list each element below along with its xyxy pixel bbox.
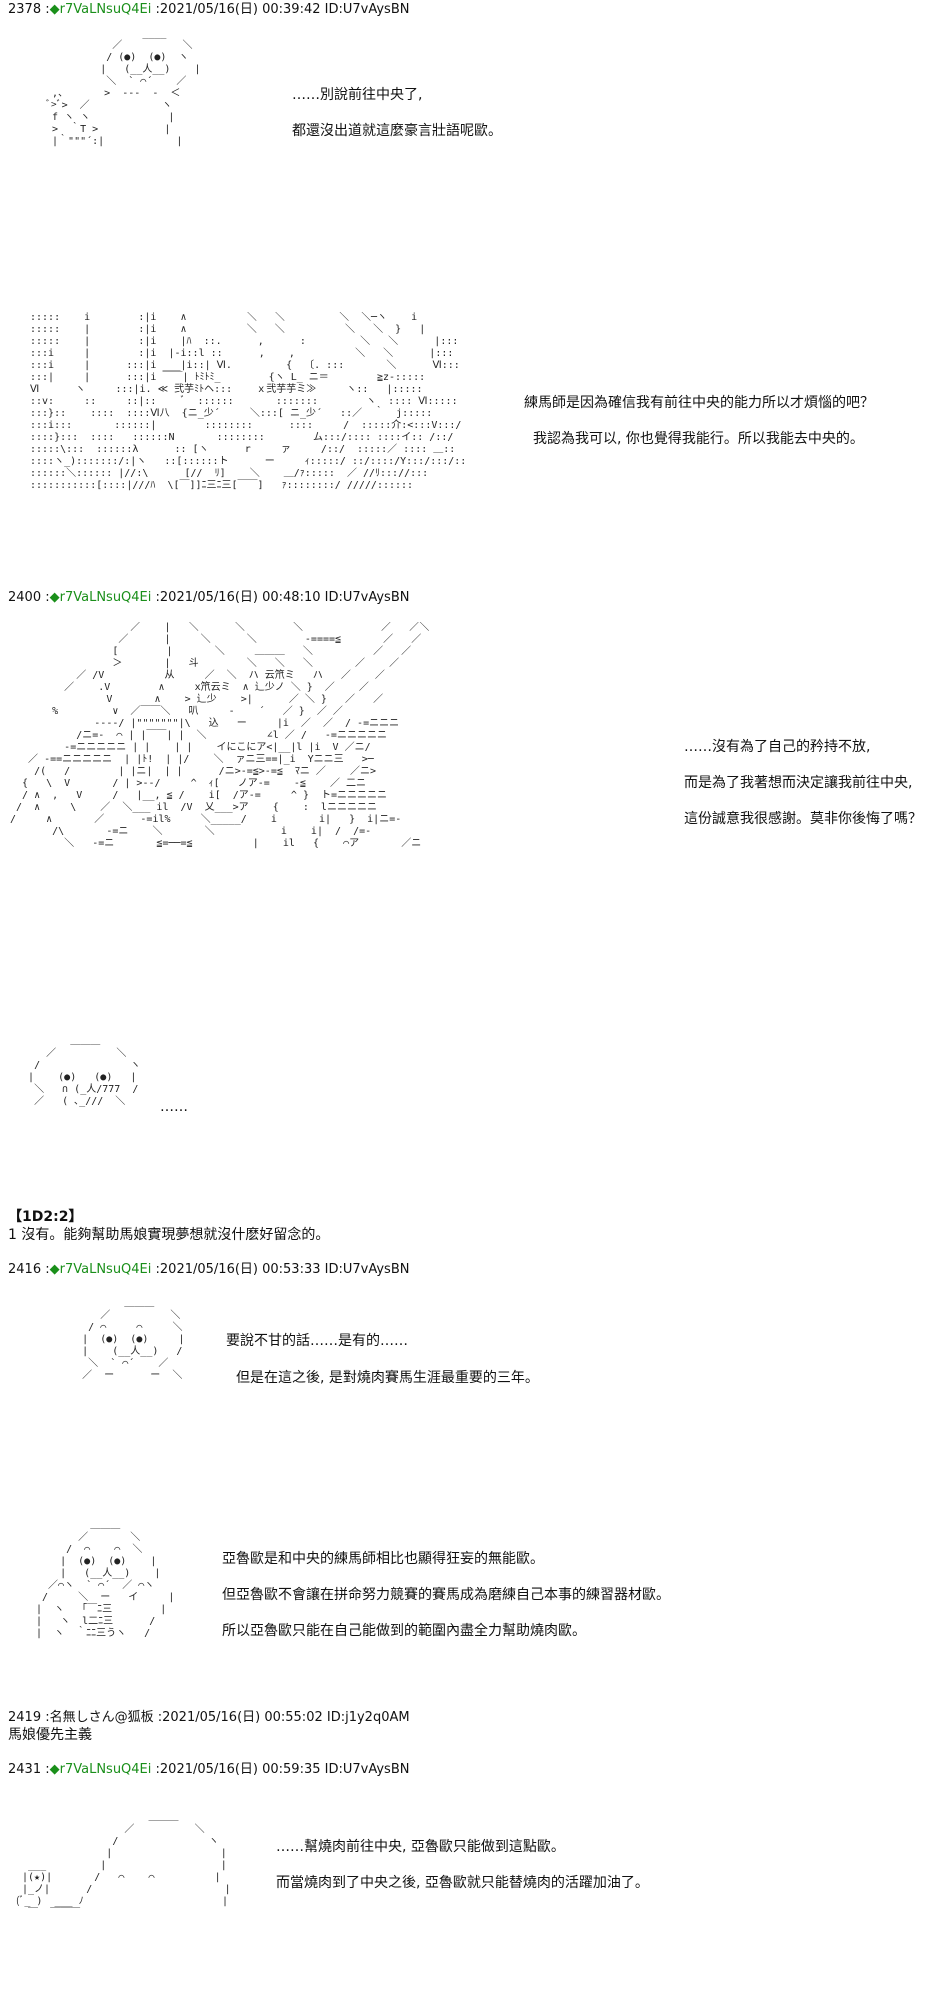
poster-name: 名無しさん@狐板 bbox=[49, 1710, 154, 1725]
post-datetime: 2021/05/16(日) 00:48:10 bbox=[159, 590, 321, 605]
separator: : bbox=[41, 2, 50, 17]
post-header: 2378 :◆r7VaLNsuQ4Ei :2021/05/16(日) 00:39… bbox=[8, 2, 409, 18]
post-datetime: 2021/05/16(日) 00:39:42 bbox=[159, 2, 321, 17]
separator: : bbox=[41, 1262, 50, 1277]
separator: : bbox=[151, 1762, 160, 1777]
dialogue-line: ……幫燒肉前往中央, 亞魯歐只能做到這點歐。 bbox=[276, 1839, 565, 1855]
post-number[interactable]: 2400 bbox=[8, 590, 42, 605]
dialogue-line: ……沒有為了自己的矜持不放, bbox=[684, 739, 871, 755]
separator: : bbox=[151, 1262, 160, 1277]
separator: : bbox=[153, 1710, 163, 1725]
ascii-art-yaruo-silent: ＿＿＿ ／ ＼ / ヽ | (●) (●) | ＼ ∩ (_人/777 / ／ … bbox=[28, 1036, 141, 1107]
poster-trip: ◆r7VaLNsuQ4Ei bbox=[49, 1762, 152, 1777]
ascii-art-horse-girl-closeup: ／ | ＼ ＼ ＼ ／ ／＼ ／ | ＼ ＼ -====≦ ／ ／ [ | ＼ … bbox=[10, 622, 430, 849]
post-header: 2431 :◆r7VaLNsuQ4Ei :2021/05/16(日) 00:59… bbox=[8, 1762, 409, 1778]
dialogue-line: 而當燒肉到了中央之後, 亞魯歐就只能替燒肉的活躍加油了。 bbox=[276, 1875, 649, 1891]
ascii-art-yaruo-arms: ＿＿＿ ／ ＼ / ⌒ ⌒ ＼ | (●) (●) | | (__人__) | … bbox=[36, 1520, 175, 1639]
ascii-art-yaruo-sweating: ____ ／ ＼ / (●) (●) ヽ | (__人__) | ＼ ` ⌒´ … bbox=[46, 28, 201, 147]
post-number[interactable]: 2378 bbox=[8, 2, 42, 17]
post-number[interactable]: 2416 bbox=[8, 1262, 42, 1277]
dialogue-line: …… bbox=[160, 1099, 188, 1115]
dice-roll-label: 【1D2:2】 bbox=[8, 1209, 83, 1225]
poster-trip: ◆r7VaLNsuQ4Ei bbox=[49, 2, 152, 17]
post-id[interactable]: ID:U7vAysBN bbox=[324, 1262, 410, 1277]
post-datetime: 2021/05/16(日) 00:59:35 bbox=[159, 1762, 321, 1777]
dialogue-line: 亞魯歐是和中央的練馬師相比也顯得狂妄的無能歐。 bbox=[222, 1551, 544, 1567]
poster-trip: ◆r7VaLNsuQ4Ei bbox=[49, 1262, 152, 1277]
separator: : bbox=[41, 1762, 50, 1777]
post-id[interactable]: ID:j1y2q0AM bbox=[326, 1710, 410, 1725]
post-body: 馬娘優先主義 bbox=[8, 1727, 92, 1743]
dialogue-line: 我認為我可以, 你也覺得我能行。所以我能去中央的。 bbox=[533, 431, 864, 447]
post-header: 2419 :名無しさん@狐板 :2021/05/16(日) 00:55:02 I… bbox=[8, 1710, 410, 1726]
post-number[interactable]: 2431 bbox=[8, 1762, 42, 1777]
post-id[interactable]: ID:U7vAysBN bbox=[324, 1762, 410, 1777]
dialogue-line: 而是為了我著想而決定讓我前往中央, bbox=[684, 775, 913, 791]
dialogue-line: 練馬師是因為確信我有前往中央的能力所以才煩惱的吧？ bbox=[524, 395, 874, 411]
ascii-art-horse-girl-determined: ::::: i :|i ∧ ＼ ＼ ＼ ＼─ヽ i ::::: | :|i ∧ … bbox=[30, 312, 467, 491]
separator: : bbox=[151, 2, 160, 17]
dialogue-line: 這份誠意我很感謝。莫非你後悔了嗎？ bbox=[684, 811, 922, 827]
separator: : bbox=[151, 590, 160, 605]
separator: : bbox=[41, 1710, 50, 1725]
post-header: 2400 :◆r7VaLNsuQ4Ei :2021/05/16(日) 00:48… bbox=[8, 590, 409, 606]
dialogue-line: ……別說前往中央了, bbox=[292, 87, 423, 103]
dialogue-line: 但亞魯歐不會讓在拼命努力競賽的賽馬成為磨練自己本事的練習器材歐。 bbox=[222, 1587, 670, 1603]
poster-trip: ◆r7VaLNsuQ4Ei bbox=[49, 590, 152, 605]
dialogue-line: 都還沒出道就這麼豪言壯語呢歐。 bbox=[292, 123, 502, 139]
separator: : bbox=[41, 590, 50, 605]
ascii-art-yaruo-smile: ＿＿＿ ／ ＼ / ⌒ ⌒ ＼ | (●) (●) | | (__人__) / … bbox=[82, 1298, 185, 1381]
post-datetime: 2021/05/16(日) 00:55:02 bbox=[162, 1710, 323, 1725]
dialogue-line: 所以亞魯歐只能在自己能做到的範圍內盡全力幫助燒肉歐。 bbox=[222, 1623, 586, 1639]
dialogue-line: 但是在這之後, 是對燒肉賽馬生涯最重要的三年。 bbox=[236, 1370, 539, 1386]
ascii-art-yaruo-with-badge: ＿＿＿ ／ ＼ / ヽ | | ___ | | |(★)| / ⌒ ⌒ | |_… bbox=[16, 1812, 231, 1919]
post-number[interactable]: 2419 bbox=[8, 1710, 42, 1725]
post-header: 2416 :◆r7VaLNsuQ4Ei :2021/05/16(日) 00:53… bbox=[8, 1262, 409, 1278]
post-id[interactable]: ID:U7vAysBN bbox=[324, 2, 410, 17]
dialogue-line: 要說不甘的話……是有的…… bbox=[226, 1333, 408, 1349]
post-datetime: 2021/05/16(日) 00:53:33 bbox=[159, 1262, 321, 1277]
dice-roll-result: 1 沒有。能夠幫助馬娘實現夢想就沒什麽好留念的。 bbox=[8, 1227, 330, 1243]
post-id[interactable]: ID:U7vAysBN bbox=[324, 590, 410, 605]
